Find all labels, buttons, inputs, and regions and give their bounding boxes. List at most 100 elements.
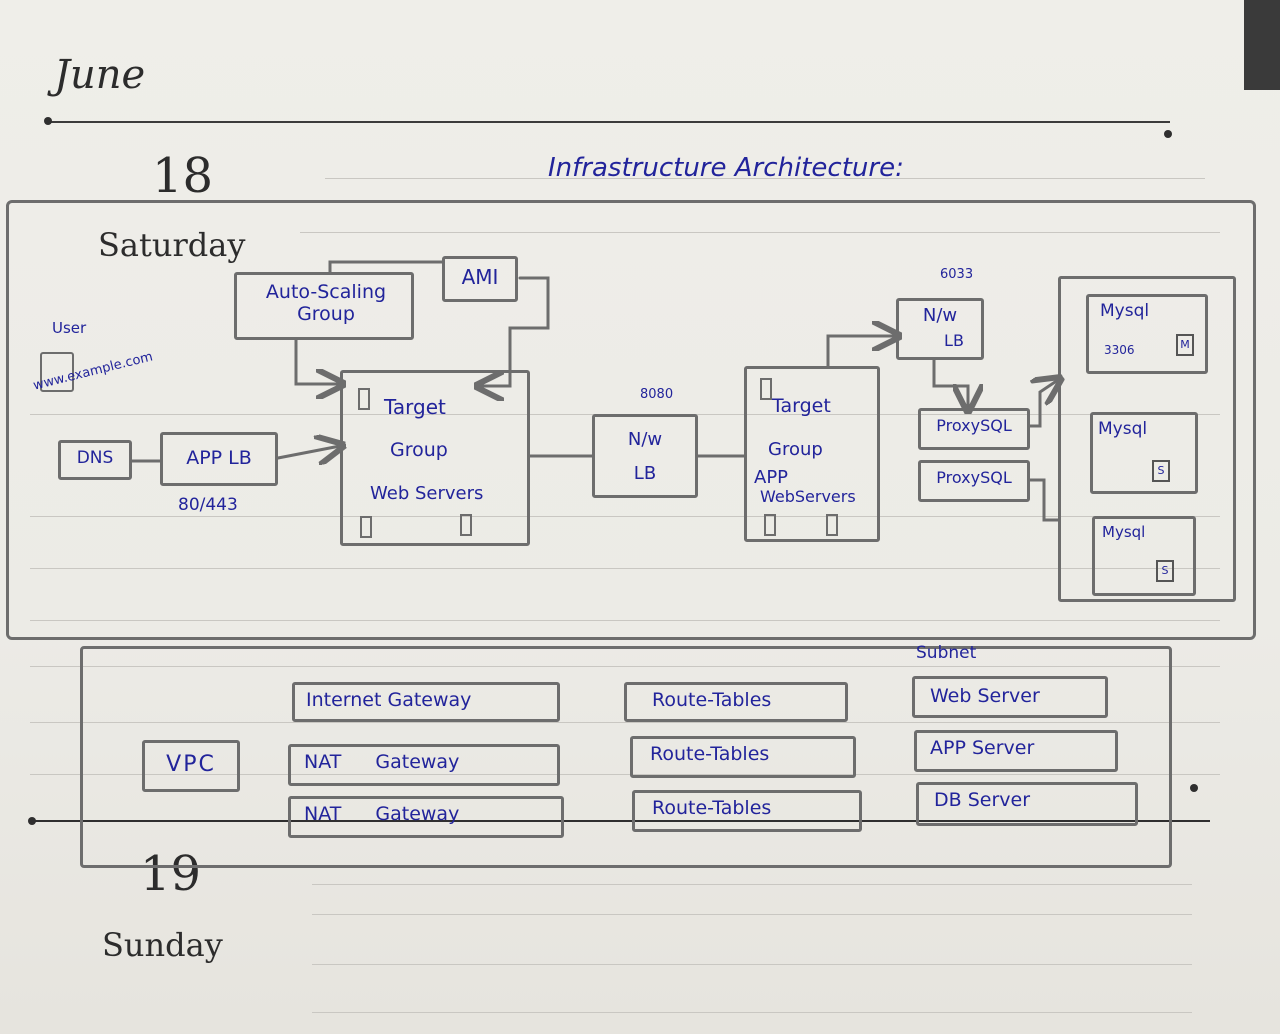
nwlb2-to-proxysql-connector	[932, 358, 968, 408]
user-label: User	[52, 319, 87, 337]
server-icon	[760, 378, 772, 400]
tg-web-line1: Target	[384, 395, 446, 419]
line	[300, 232, 1220, 233]
tg-app-line3: APP	[754, 467, 789, 488]
day-number: 18	[152, 148, 214, 204]
month-rule	[48, 121, 1170, 123]
gateway-label: NAT Gateway	[304, 751, 460, 773]
ami-label: AMI	[461, 265, 499, 289]
master-db-icon: M	[1176, 334, 1194, 356]
server-icon	[360, 516, 372, 538]
tg-app-line2: Group	[768, 439, 823, 460]
proxysql-2-label: ProxySQL	[936, 468, 1012, 487]
architecture-boundary	[6, 200, 1256, 640]
asg-to-ami-connector	[328, 260, 444, 274]
mysql-3-label: Mysql	[1102, 523, 1146, 541]
route-table-label: Route-Tables	[650, 743, 770, 765]
line	[30, 516, 1220, 517]
mysql-cluster	[1058, 276, 1236, 602]
line	[312, 914, 1192, 915]
route-table-label: Route-Tables	[652, 797, 772, 819]
nw-lb-2-port: 6033	[940, 267, 974, 282]
line	[312, 964, 1192, 965]
rule-dot	[44, 117, 52, 125]
day-name: Saturday	[98, 226, 246, 264]
mysql-1-label: Mysql	[1100, 301, 1150, 321]
line	[30, 620, 1220, 621]
tgapp-to-nwlb2-connector	[826, 336, 896, 368]
gateway-label: Internet Gateway	[306, 689, 472, 711]
proxysql-1-label: ProxySQL	[936, 416, 1012, 435]
nw-lb-1-line1: N/w	[627, 429, 663, 450]
server-icon	[826, 514, 838, 536]
nw-lb-1-port: 8080	[640, 387, 674, 402]
line	[30, 774, 1220, 775]
mysql-2-label: Mysql	[1098, 419, 1148, 439]
subnet-header: Subnet	[916, 643, 977, 663]
route-table-label: Route-Tables	[652, 689, 772, 711]
proxysql-to-mysql-connector	[1028, 380, 1058, 428]
day-name: Sunday	[102, 926, 223, 964]
route-table-box	[630, 736, 856, 778]
nw-lb-1-line2: LB	[633, 463, 657, 484]
tg-web-line2: Group	[390, 439, 448, 461]
proxysql2-to-mysql-connector	[1028, 478, 1060, 522]
server-icon	[460, 514, 472, 536]
asg-box	[234, 272, 414, 340]
rule-dot	[1190, 784, 1198, 792]
gateway-box	[292, 682, 560, 722]
day-number: 19	[140, 846, 202, 902]
line	[30, 568, 1220, 569]
gateway-label: NAT Gateway	[304, 803, 460, 825]
tg-app-line1: Target	[772, 395, 831, 417]
nw-lb-2-line1: N/w	[922, 305, 958, 326]
gateway-box	[288, 744, 560, 786]
dns-label: DNS	[76, 448, 114, 468]
applb-to-tg-connector	[276, 446, 340, 458]
subnet-box	[916, 782, 1138, 826]
ami-to-tg-connector	[480, 276, 550, 386]
subnet-label: DB Server	[934, 789, 1031, 811]
line	[312, 884, 1192, 885]
asg-to-tg-connector	[294, 338, 340, 384]
day-divider	[30, 820, 1210, 822]
tg-web-line3: Web Servers	[370, 483, 484, 504]
line	[30, 666, 1220, 667]
subnet-box	[912, 676, 1108, 718]
server-icon	[358, 388, 370, 410]
subnet-label: Web Server	[930, 685, 1040, 707]
rule-dot	[28, 817, 36, 825]
mysql-1-box	[1086, 294, 1208, 374]
rule-dot	[1164, 130, 1172, 138]
subnet-box	[914, 730, 1118, 772]
line	[30, 722, 1220, 723]
route-table-box	[624, 682, 848, 722]
server-icon	[764, 514, 776, 536]
user-icon	[40, 352, 74, 392]
mysql-1-port: 3306	[1104, 343, 1135, 357]
gateway-box	[288, 796, 564, 838]
target-group-app	[744, 366, 880, 542]
ami-box	[442, 256, 518, 302]
proxysql-2-box	[918, 460, 1030, 502]
subnet-label: APP Server	[930, 737, 1035, 759]
asg-label: Auto-Scaling Group	[265, 281, 387, 325]
tg-app-line4: WebServers	[760, 487, 856, 506]
vpc-label: VPC	[166, 752, 216, 777]
diagram-title: Infrastructure Architecture:	[548, 153, 904, 183]
page-corner-shadow	[1244, 0, 1280, 90]
line	[325, 178, 1205, 179]
dns-box	[58, 440, 132, 480]
line	[312, 1012, 1192, 1013]
app-lb-label: APP LB	[186, 447, 252, 469]
vpc-box	[142, 740, 240, 792]
app-lb-ports: 80/443	[178, 495, 238, 515]
mysql-2-box	[1090, 412, 1198, 494]
mysql-3-box	[1092, 516, 1196, 596]
month-label: June	[54, 52, 146, 98]
app-lb-box	[160, 432, 278, 486]
route-table-box	[632, 790, 862, 832]
slave-db-icon: S	[1152, 460, 1170, 482]
